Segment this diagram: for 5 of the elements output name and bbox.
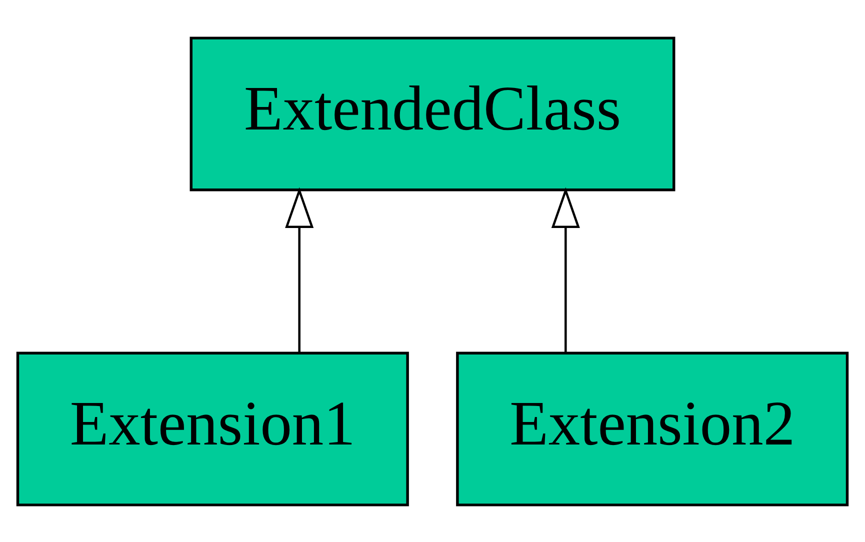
node-box: Extension1 <box>16 351 409 506</box>
node-box: ExtendedClass <box>190 36 676 191</box>
arrow <box>285 186 314 352</box>
node-box: Extension2 <box>456 351 849 506</box>
arrow <box>551 186 580 352</box>
